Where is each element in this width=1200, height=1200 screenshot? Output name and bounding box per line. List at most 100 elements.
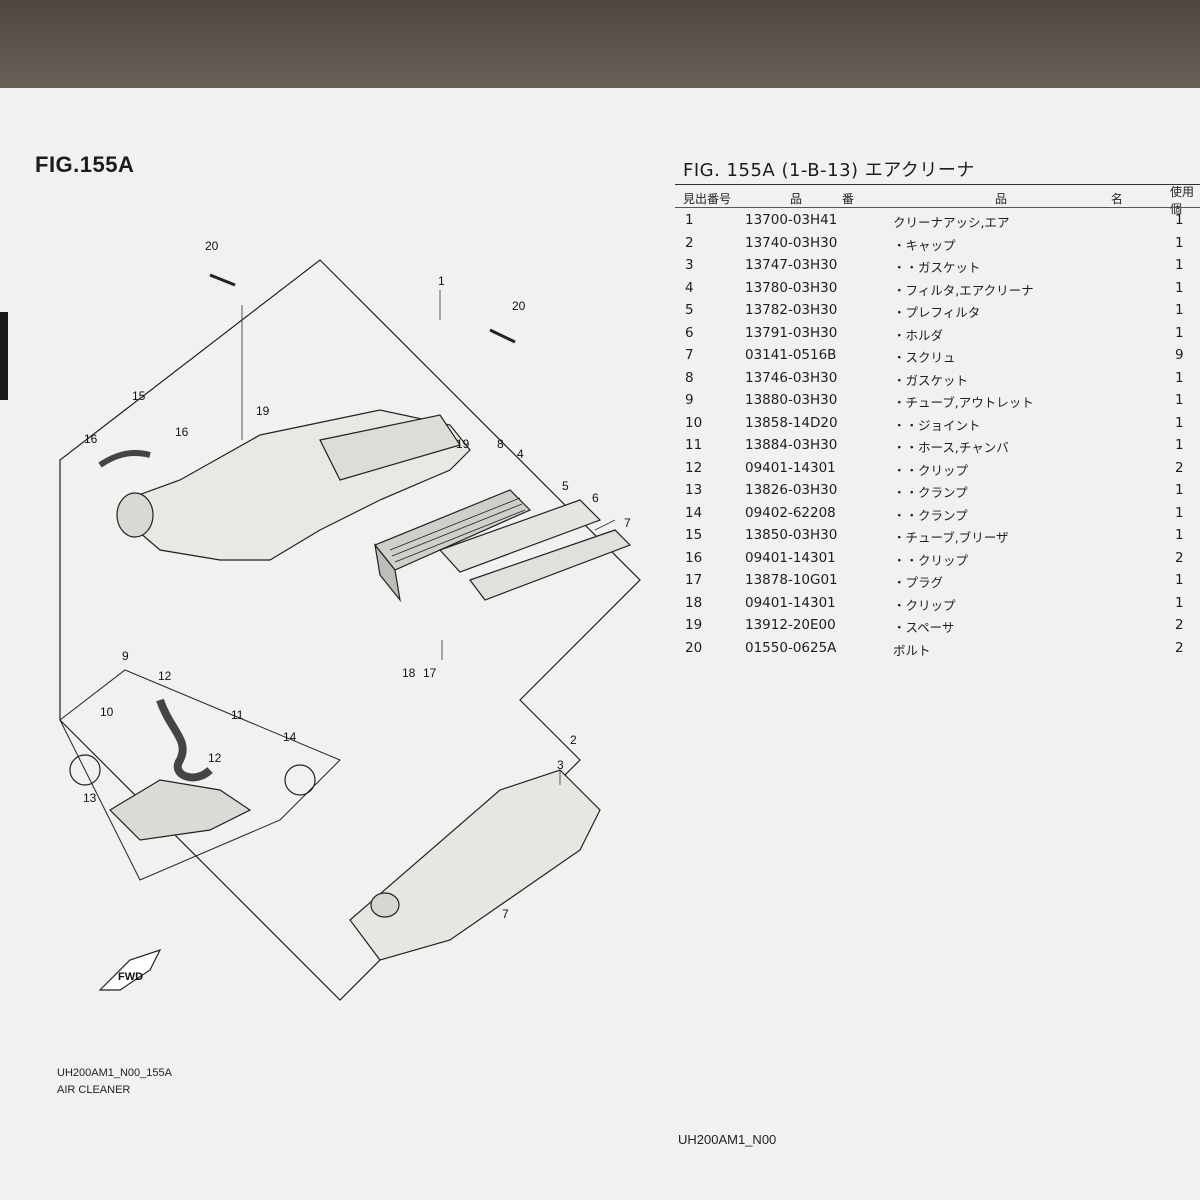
section-tab-marker [0,312,8,400]
part-name: ・チューブ,アウトレット [893,395,1034,410]
part-name: ・・クランプ [893,507,968,523]
part-number: 03141-0516B [745,347,837,363]
callout-number: 13 [83,791,97,805]
part-name: ・・クリップ [893,462,969,478]
part-name: ・スペーサ [893,620,955,635]
part-name: ・キャップ [893,237,956,253]
bolt-20-left [209,273,236,287]
part-number: 13826-03H30 [745,482,838,498]
part-number: 13880-03H30 [745,392,838,408]
column-header-part-name: 品 名 [995,192,1173,206]
diagram-title: AIR CLEANER [57,1084,131,1096]
fwd-arrow-icon [98,948,162,991]
ref-number: 8 [685,369,694,386]
part-number: 09401-14301 [745,594,836,611]
ref-number: 4 [685,279,694,296]
part-number: 13791-03H30 [745,324,838,341]
part-name: ・フィルタ,エアクリーナ [893,282,1034,298]
quantity: 1 [1175,594,1184,611]
part-name: ボルト [893,642,931,658]
callout-number: 7 [502,907,509,921]
quantity: 1 [1175,482,1184,498]
callout-number: 12 [158,669,172,683]
callout-number: 12 [208,751,222,765]
part-name: ・・クリップ [893,552,969,568]
ref-number: 11 [685,437,703,453]
ref-number: 13 [685,482,703,498]
quantity: 1 [1175,257,1184,273]
part-number: 13740-03H30 [745,234,838,251]
figure-label-right: FIG. 155A (1-B-13) エアクリーナ [683,160,975,181]
callout-number: 15 [132,389,146,403]
ref-number: 12 [685,459,703,476]
ref-number: 18 [685,594,703,611]
part-number: 13884-03H30 [745,437,838,453]
callout-number: 20 [205,239,219,253]
ref-number: 9 [685,392,694,408]
part-number: 13858-14D20 [745,414,838,431]
ref-number: 14 [685,504,703,521]
quantity: 2 [1175,639,1184,656]
callout-number: 19 [456,437,470,451]
ref-number: 5 [685,302,694,318]
desk-background [0,0,1200,96]
clamp-14 [284,764,316,796]
outlet-tube-frame [59,669,341,881]
part-name: ・チューブ,ブリーザ [893,530,1009,545]
callout-number: 6 [592,491,599,505]
column-header-rule [675,207,1200,208]
ref-number: 3 [685,257,694,273]
quantity: 2 [1175,617,1184,633]
callout-number: 16 [84,432,98,446]
quantity: 1 [1175,234,1184,251]
part-name: ・プラグ [893,575,944,590]
callout-number: 17 [423,666,437,680]
quantity: 1 [1175,414,1184,431]
filter-element [374,489,532,603]
fwd-label: FWD [118,971,143,983]
outlet-tube [109,779,252,841]
parts-row: 2 13740-03H30 ・キャップ 1 [675,233,1200,256]
part-name: ・・ガスケット [893,260,981,275]
parts-row: 3 13747-03H30 ・・ガスケット 1 [675,255,1200,278]
callout-number: 20 [512,299,526,313]
figure-label-left: FIG.155A [35,152,135,177]
diagram-code: UH200AM1_N00_155A [57,1067,172,1079]
callout-number: 9 [122,649,129,663]
column-header-ref-no: 見出番号 [683,192,732,206]
part-number: 13780-03H30 [745,279,838,296]
catalog-page [0,88,1200,1200]
clamp-13 [69,754,101,786]
air-cleaner-cap [349,769,601,961]
part-number: 13747-03H30 [745,257,838,273]
callout-number: 7 [624,516,631,530]
ref-number: 1 [685,212,694,228]
quantity: 1 [1175,302,1184,318]
filter-holder [469,529,632,601]
parts-row: 13 13826-03H30 ・・クランプ 1 [675,480,1200,503]
callout-number: 8 [497,437,504,451]
part-number: 09401-14301 [745,459,836,476]
part-number: 13878-10G01 [745,572,838,588]
ref-number: 2 [685,234,694,251]
part-number: 09402-62208 [745,504,836,521]
callout-number: 3 [557,758,564,772]
part-number: 13782-03H30 [745,302,838,318]
part-name: ・・クランプ [893,485,968,500]
column-header-qty: 使用個 [1170,185,1195,216]
